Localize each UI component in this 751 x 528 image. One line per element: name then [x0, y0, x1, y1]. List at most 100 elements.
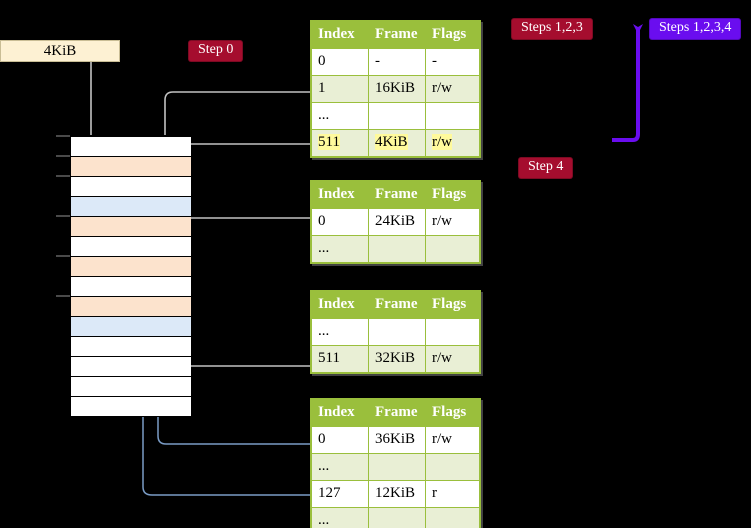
column-header-index: Index — [311, 291, 369, 319]
badge-steps-1234: Steps 1,2,3,4 — [650, 19, 741, 39]
table-row: ... — [311, 102, 480, 130]
table-row: ... — [311, 507, 480, 528]
table-cell-index: 0 — [311, 208, 369, 236]
table-cell-frame — [368, 507, 426, 528]
memory-row — [71, 317, 191, 337]
highlighted-value: 4KiB — [375, 134, 408, 150]
table-cell-frame — [368, 102, 426, 130]
table-cell-index: ... — [311, 235, 369, 263]
table-cell-flags — [425, 453, 480, 481]
memory-row — [71, 337, 191, 357]
column-header-flags: Flags — [425, 21, 480, 49]
table-cell-frame: 32KiB — [368, 345, 426, 373]
badge-steps-123: Steps 1,2,3 — [512, 19, 592, 39]
table-cell-frame: 24KiB — [368, 208, 426, 236]
badge-step-4-label: Step 4 — [528, 159, 564, 174]
badge-step-0: Step 0 — [189, 41, 243, 61]
column-header-flags: Flags — [425, 399, 480, 427]
table-cell-flags: r/w — [425, 75, 480, 103]
column-header-index: Index — [311, 399, 369, 427]
column-header-flags: Flags — [425, 291, 480, 319]
table-cell-index: 511 — [311, 129, 369, 157]
memory-tick — [56, 255, 70, 257]
memory-tick — [56, 215, 70, 217]
table-cell-flags: r/w — [425, 129, 480, 157]
memory-row — [71, 137, 191, 157]
table-cell-index: 1 — [311, 75, 369, 103]
table-cell-frame: - — [368, 48, 426, 76]
highlighted-value: 511 — [318, 134, 340, 150]
table-cell-index: ... — [311, 102, 369, 130]
memory-row — [71, 357, 191, 377]
table-cell-flags: r/w — [425, 208, 480, 236]
memory-tick — [56, 295, 70, 297]
memory-tick — [56, 155, 70, 157]
table-cell-flags — [425, 507, 480, 528]
table-cell-frame — [368, 453, 426, 481]
table-cell-frame: 16KiB — [368, 75, 426, 103]
table-cell-flags: r — [425, 480, 480, 508]
table-row: ... — [311, 453, 480, 481]
table-cell-flags: - — [425, 48, 480, 76]
column-header-frame: Frame — [368, 399, 426, 427]
size-label-box: 4KiB — [0, 40, 120, 62]
table-cell-index: ... — [311, 318, 369, 346]
highlighted-value: r/w — [432, 134, 452, 150]
memory-row — [71, 257, 191, 277]
memory-row — [71, 217, 191, 237]
column-header-index: Index — [311, 181, 369, 209]
memory-row — [71, 377, 191, 397]
table-cell-index: 511 — [311, 345, 369, 373]
column-header-flags: Flags — [425, 181, 480, 209]
wire-table1-row0 — [171, 217, 312, 247]
table-cell-frame: 12KiB — [368, 480, 426, 508]
badge-steps-1234-label: Steps 1,2,3,4 — [659, 20, 732, 35]
memory-tick — [56, 175, 70, 177]
column-header-frame: Frame — [368, 181, 426, 209]
table-cell-index: ... — [311, 453, 369, 481]
table-cell-flags — [425, 318, 480, 346]
table-cell-frame: 4KiB — [368, 129, 426, 157]
table-row: 0-- — [311, 48, 480, 76]
memory-row — [71, 237, 191, 257]
memory-row — [71, 397, 191, 417]
column-header-index: Index — [311, 21, 369, 49]
table-cell-index: ... — [311, 507, 369, 528]
table-row: 511 4KiB r/w — [311, 129, 480, 157]
table-row: ... — [311, 318, 480, 346]
memory-column — [70, 135, 191, 417]
table-cell-flags — [425, 235, 480, 263]
column-header-frame: Frame — [368, 291, 426, 319]
size-label-text: 4KiB — [43, 42, 77, 59]
memory-row — [71, 177, 191, 197]
table-row: ... — [311, 235, 480, 263]
memory-row — [71, 277, 191, 297]
table-cell-index: 127 — [311, 480, 369, 508]
column-header-frame: Frame — [368, 21, 426, 49]
wire-table2-row511 — [165, 306, 312, 367]
table-cell-index: 0 — [311, 48, 369, 76]
table-cell-index: 0 — [311, 426, 369, 454]
table-cell-flags — [425, 102, 480, 130]
table-cell-flags: r/w — [425, 426, 480, 454]
memory-row — [71, 297, 191, 317]
table-cell-flags: r/w — [425, 345, 480, 373]
table-cell-frame — [368, 235, 426, 263]
badge-step-0-label: Step 0 — [198, 42, 234, 57]
violet-bracket-arrow — [612, 24, 643, 142]
table-cell-frame: 36KiB — [368, 426, 426, 454]
badge-steps-123-label: Steps 1,2,3 — [521, 20, 583, 35]
table-cell-frame — [368, 318, 426, 346]
memory-tick — [56, 135, 70, 137]
memory-row — [71, 197, 191, 217]
